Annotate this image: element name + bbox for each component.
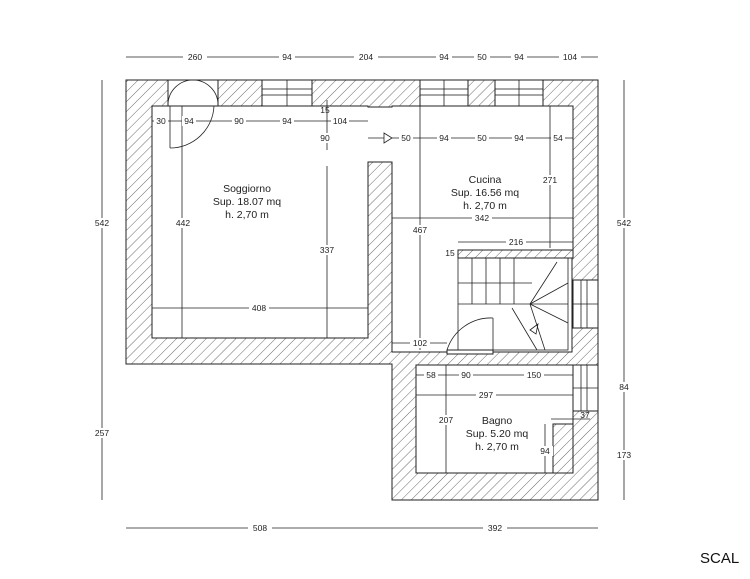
window-soggiorno xyxy=(261,79,313,107)
dim: 94 xyxy=(439,133,449,143)
dim: 94 xyxy=(514,52,524,62)
stair-wall xyxy=(457,249,574,259)
dim: 54 xyxy=(553,133,563,143)
dim: 37 xyxy=(580,410,590,420)
room-label-soggiorno: Soggiorno Sup. 18.07 mq h. 2,70 m xyxy=(213,183,281,221)
dims-bottom: 508 392 xyxy=(248,523,507,533)
dim: 542 xyxy=(617,218,631,228)
room-label-bagno: Bagno Sup. 5.20 mq h. 2,70 m xyxy=(466,415,529,453)
dim: 50 xyxy=(401,133,411,143)
room-height: h. 2,70 m xyxy=(463,200,507,212)
dim: 94 xyxy=(514,133,524,143)
dims-bagno: 58 90 150 297 207 37 94 xyxy=(424,370,590,456)
window-stairs xyxy=(572,279,599,329)
dim: 257 xyxy=(95,428,109,438)
window-bagno xyxy=(572,364,599,412)
dim: 94 xyxy=(282,52,292,62)
dim: 442 xyxy=(176,218,190,228)
dim: 508 xyxy=(253,523,267,533)
dim: 94 xyxy=(184,116,194,126)
dim: 207 xyxy=(439,415,453,425)
room-area: Sup. 5.20 mq xyxy=(466,428,529,440)
dim: 542 xyxy=(95,218,109,228)
dim: 216 xyxy=(509,237,523,247)
dim: 90 xyxy=(320,133,330,143)
entry-door xyxy=(167,79,219,149)
room-area: Sup. 18.07 mq xyxy=(213,196,281,208)
room-height: h. 2,70 m xyxy=(475,441,519,453)
dim: 271 xyxy=(543,175,557,185)
dim: 104 xyxy=(333,116,347,126)
room-label-cucina: Cucina Sup. 16.56 mq h. 2,70 m xyxy=(451,174,519,212)
dim: 15 xyxy=(445,248,455,258)
dim: 297 xyxy=(479,390,493,400)
dim: 392 xyxy=(488,523,502,533)
bagno-pillar xyxy=(552,423,574,474)
room-name: Cucina xyxy=(469,174,502,186)
window-cucina-1 xyxy=(419,79,469,107)
dim: 84 xyxy=(619,382,629,392)
dim: 467 xyxy=(413,225,427,235)
dim: 342 xyxy=(475,213,489,223)
dim: 260 xyxy=(188,52,202,62)
passage-arrow xyxy=(368,132,393,144)
room-height: h. 2,70 m xyxy=(225,209,269,221)
dim: 90 xyxy=(234,116,244,126)
window-cucina-2 xyxy=(494,79,544,107)
dim: 50 xyxy=(477,133,487,143)
scale-label: SCAL xyxy=(700,550,740,567)
dims-soggiorno: 30 94 90 94 104 15 90 442 337 408 xyxy=(154,105,349,313)
dim: 90 xyxy=(461,370,471,380)
room-name: Soggiorno xyxy=(223,183,271,195)
dim: 150 xyxy=(527,370,541,380)
dim: 173 xyxy=(617,450,631,460)
dims-cucina: 50 94 50 94 54 271 342 467 216 15 102 xyxy=(399,133,565,348)
dim: 94 xyxy=(282,116,292,126)
dim: 102 xyxy=(413,338,427,348)
dim: 337 xyxy=(320,245,334,255)
dims-top: 260 94 204 94 50 94 104 xyxy=(183,52,581,62)
dim: 58 xyxy=(426,370,436,380)
dim: 30 xyxy=(156,116,166,126)
dims-right: 542 84 173 xyxy=(612,218,636,460)
room-area: Sup. 16.56 mq xyxy=(451,187,519,199)
soggiorno-floor xyxy=(151,105,574,353)
staircase xyxy=(457,257,569,351)
dim: 408 xyxy=(252,303,266,313)
dim: 204 xyxy=(359,52,373,62)
dim: 94 xyxy=(540,446,550,456)
dim: 50 xyxy=(477,52,487,62)
dim: 94 xyxy=(439,52,449,62)
dims-left: 542 257 xyxy=(90,218,114,438)
dim: 104 xyxy=(563,52,577,62)
room-name: Bagno xyxy=(482,415,513,427)
dim: 15 xyxy=(320,105,330,115)
